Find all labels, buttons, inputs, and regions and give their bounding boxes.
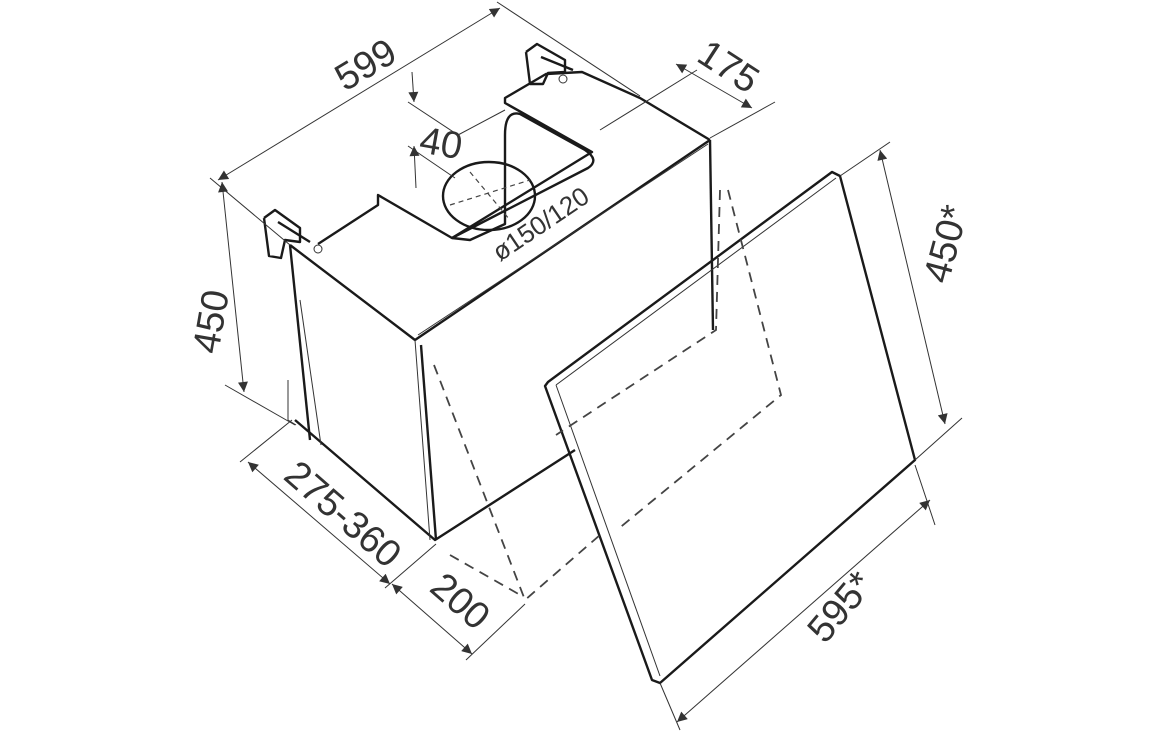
dimension-height: 450 — [186, 181, 296, 426]
mounting-bracket-left — [262, 208, 323, 260]
dimension-glass-height: 450* — [839, 141, 977, 461]
dimension-outlet-offset-label: 40 — [416, 120, 465, 169]
dimension-depth-top-label: 175 — [690, 32, 766, 102]
dimension-wall-distance: 275-360 — [239, 419, 437, 589]
dimension-wall-distance-label: 275-360 — [276, 453, 409, 576]
dimension-height-label: 450 — [186, 287, 238, 357]
mounting-bracket-right — [524, 42, 574, 86]
hood-body — [287, 70, 715, 542]
dimension-glass-width-label: 595* — [800, 564, 883, 651]
dimension-glass-width: 595* — [659, 464, 936, 731]
dimension-depth-top: 175 — [599, 32, 776, 139]
dimension-width-label: 599 — [328, 31, 404, 100]
dimension-glass-height-label: 450* — [916, 201, 977, 288]
dimension-outlet-offset: 40 — [407, 71, 506, 189]
hidden-lines — [433, 189, 783, 602]
dimension-front-depth: 200 — [391, 565, 526, 661]
